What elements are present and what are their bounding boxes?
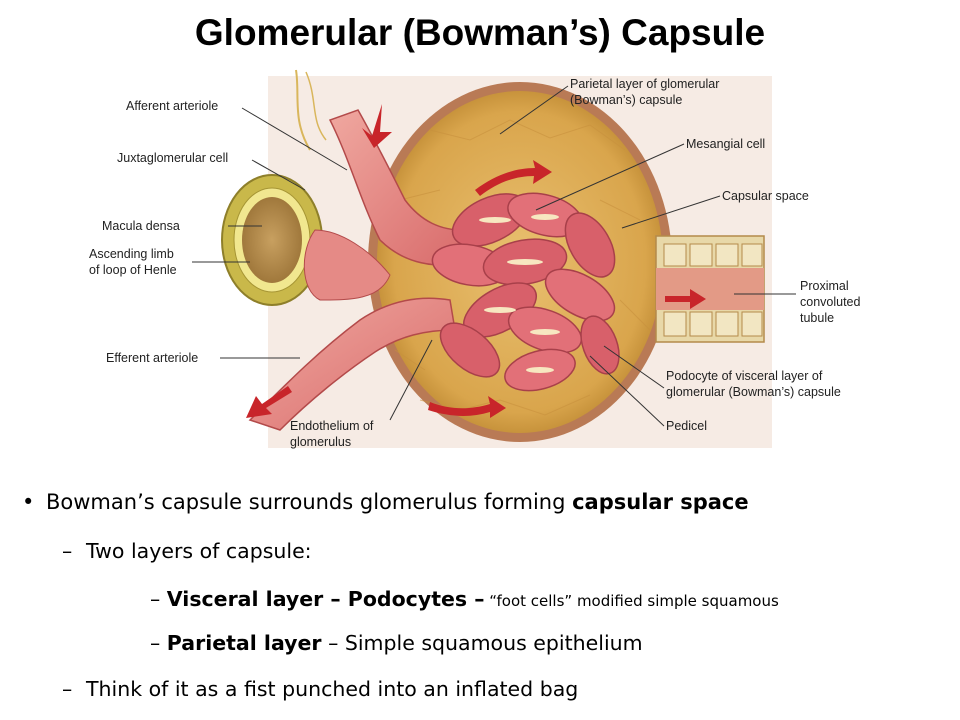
vascular-pole <box>303 229 391 301</box>
label-macula-densa: Macula densa <box>102 219 180 233</box>
label-efferent-arteriole: Efferent arteriole <box>106 351 198 365</box>
ascending-limb-loop-of-henle <box>221 174 323 306</box>
label-pedicel: Pedicel <box>666 419 707 433</box>
slide-title: Glomerular (Bowman’s) Capsule <box>194 12 766 53</box>
label-endothelium-1: Endothelium of <box>290 419 374 433</box>
label-proximal-3: tubule <box>800 311 834 325</box>
label-juxtaglomerular-cell: Juxtaglomerular cell <box>117 151 228 165</box>
nerve-fiber <box>295 69 311 151</box>
flow-arrows <box>246 104 706 418</box>
mesangial-highlights <box>479 214 560 373</box>
label-parietal-layer-1: Parietal layer of glomerular <box>570 77 719 91</box>
efferent-arteriole <box>248 297 456 431</box>
label-endothelium-2: glomerulus <box>290 435 351 449</box>
label-podocyte-1: Podocyte of visceral layer of <box>666 369 823 383</box>
label-parietal-layer-2: (Bowman’s) capsule <box>570 93 682 107</box>
label-proximal-2: convoluted <box>800 295 861 309</box>
parietal-cell-pattern <box>394 119 651 416</box>
label-proximal-1: Proximal <box>800 279 849 293</box>
label-capsular-space: Capsular space <box>722 189 809 203</box>
leader-lines <box>192 85 796 427</box>
label-afferent-arteriole: Afferent arteriole <box>126 99 218 113</box>
label-mesangial-cell: Mesangial cell <box>686 137 765 151</box>
nerve-fiber <box>305 71 327 141</box>
glomerular-capillaries <box>431 192 620 392</box>
label-podocyte-2: glomerular (Bowman’s) capsule <box>666 385 841 399</box>
label-ascending-limb-1: Ascending limb <box>89 247 174 261</box>
proximal-tubule <box>655 235 765 343</box>
label-ascending-limb-2: of loop of Henle <box>89 263 177 277</box>
